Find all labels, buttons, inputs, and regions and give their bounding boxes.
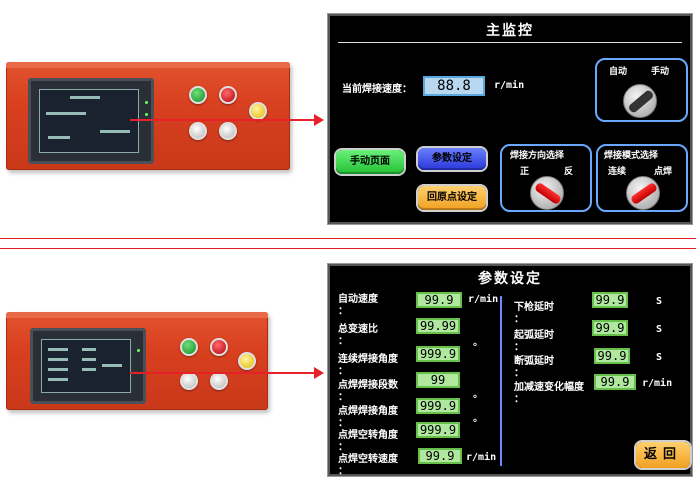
param-unit: r/min: [466, 452, 497, 463]
mode-switch[interactable]: [626, 176, 660, 210]
speed-value-display: 88.8: [423, 76, 485, 96]
direction-reverse-label: 反: [564, 167, 574, 177]
pointer-arrow-head: [314, 367, 324, 379]
screen-title: 主监控: [486, 23, 534, 39]
direction-forward-label: 正: [520, 167, 530, 177]
param-label: 点焊空转角度: [338, 430, 398, 441]
direction-group: 焊接方向选择 正 反: [500, 144, 592, 212]
accel-range-value[interactable]: 99.9: [594, 374, 636, 390]
direction-switch[interactable]: [530, 176, 564, 210]
lower-gun-delay-value[interactable]: 99.9: [592, 292, 628, 308]
param-unit: S: [656, 352, 663, 363]
auto-speed-value[interactable]: 99.9: [416, 292, 462, 308]
home-setting-button[interactable]: 回原点设定: [418, 186, 486, 210]
back-button[interactable]: 返回: [636, 442, 690, 468]
pointer-arrow-line: [130, 372, 316, 374]
param-settings-button[interactable]: 参数设定: [418, 148, 486, 170]
param-label: 下枪延时: [514, 302, 554, 313]
param-colon: ：: [514, 342, 524, 353]
param-colon: ：: [338, 442, 348, 453]
mode-group: 焊接模式选择 连续 点焊: [596, 144, 688, 212]
param-unit: S: [656, 296, 663, 307]
section-divider: [0, 248, 696, 249]
direction-title: 焊接方向选择: [510, 151, 565, 161]
spot-idle-speed-value[interactable]: 99.9: [418, 448, 462, 464]
hmi-touchscreen-thumbnail: [30, 328, 146, 404]
arc-break-delay-value[interactable]: 99.9: [594, 348, 630, 364]
param-colon: ：: [514, 314, 524, 325]
title-divider: [338, 42, 682, 43]
total-ratio-value[interactable]: 99.99: [416, 318, 460, 334]
param-unit: S: [656, 324, 663, 335]
param-colon: ：: [338, 466, 348, 477]
param-colon: ：: [338, 306, 348, 317]
param-colon: ：: [338, 366, 348, 377]
param-colon: ：: [514, 368, 524, 379]
control-cabinet-photo: [6, 312, 268, 410]
auto-manual-group: 自动 手动: [595, 58, 688, 122]
status-led: [145, 101, 148, 104]
manual-page-button[interactable]: 手动页面: [336, 150, 404, 174]
pointer-arrow-line: [130, 119, 316, 121]
param-unit: r/min: [468, 294, 499, 305]
param-label: 自动速度: [338, 294, 378, 305]
cabinet-lid: [6, 312, 268, 318]
speed-label: 当前焊接速度：: [342, 84, 412, 95]
start-button-green: [180, 338, 198, 356]
param-unit: r/min: [642, 378, 673, 389]
param-label: 总变速比: [338, 324, 378, 335]
cabinet-lid: [6, 62, 290, 68]
pointer-arrow-head: [314, 114, 324, 126]
spot-idle-angle-value[interactable]: 999.9: [416, 422, 460, 438]
indicator-lamp-yellow: [238, 352, 256, 370]
mode-title: 焊接模式选择: [604, 151, 659, 161]
auto-label: 自动: [609, 67, 628, 77]
mode-continuous-label: 连续: [608, 167, 627, 177]
thumbnail-display: [41, 339, 131, 393]
column-separator: [500, 296, 502, 466]
stop-button-red: [219, 86, 237, 104]
speed-unit: r/min: [494, 80, 525, 91]
screen-title: 参数设定: [478, 271, 542, 287]
start-button-green: [189, 86, 207, 104]
continuous-angle-value[interactable]: 999.9: [416, 346, 460, 362]
manual-label: 手动: [651, 67, 670, 77]
control-cabinet-photo: [6, 62, 290, 170]
param-unit: °: [472, 418, 479, 429]
selector-knob-white: [180, 372, 198, 390]
status-led: [137, 349, 140, 352]
mode-spot-label: 点焊: [654, 167, 673, 177]
selector-knob-white: [210, 372, 228, 390]
param-label: 点焊焊接角度: [338, 406, 398, 417]
auto-manual-switch[interactable]: [623, 84, 657, 118]
spot-angle-value[interactable]: 999.9: [416, 398, 460, 414]
param-settings-screen: 参数设定 自动速度 ： 99.9 r/min 总变速比 ： 99.99 连续焊接…: [328, 264, 692, 477]
section-divider: [0, 238, 696, 239]
param-colon: ：: [338, 418, 348, 429]
spot-segments-value[interactable]: 99: [416, 372, 460, 388]
indicator-lamp-yellow: [249, 102, 267, 120]
main-monitor-screen: 主监控 当前焊接速度： 88.8 r/min 自动 手动 手动页面 参数设定 回…: [328, 14, 692, 224]
param-label: 点焊焊接段数: [338, 380, 398, 391]
param-colon: ：: [338, 336, 348, 347]
param-label: 连续焊接角度: [338, 354, 398, 365]
param-label: 加减速变化幅度: [514, 382, 584, 393]
param-colon: ：: [338, 392, 348, 403]
stop-button-red: [210, 338, 228, 356]
hmi-touchscreen-thumbnail: [28, 78, 154, 164]
selector-knob-white: [219, 122, 237, 140]
selector-knob-white: [189, 122, 207, 140]
param-unit: °: [472, 342, 479, 353]
param-label: 起弧延时: [514, 330, 554, 341]
thumbnail-display: [39, 89, 139, 153]
param-label: 点焊空转速度: [338, 454, 398, 465]
param-colon: ：: [514, 394, 524, 405]
arc-start-delay-value[interactable]: 99.9: [592, 320, 628, 336]
status-led: [145, 113, 148, 116]
param-label: 断弧延时: [514, 356, 554, 367]
param-unit: °: [472, 394, 479, 405]
